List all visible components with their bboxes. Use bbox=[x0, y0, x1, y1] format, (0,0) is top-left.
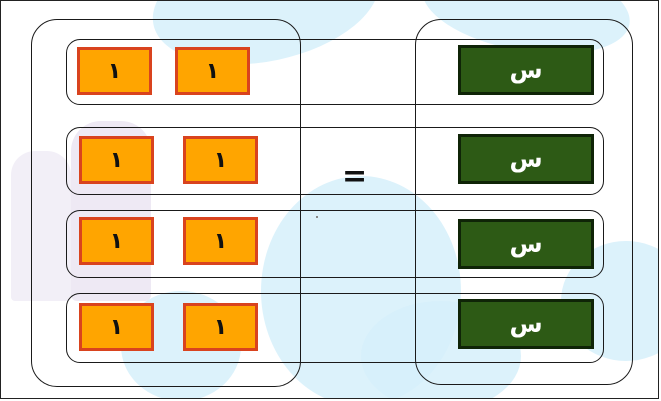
watermark-tower bbox=[11, 151, 71, 301]
unit-tile: ١ bbox=[183, 136, 258, 184]
unit-tile: ١ bbox=[183, 303, 258, 351]
equation-row bbox=[66, 39, 604, 105]
variable-tile: س bbox=[458, 299, 594, 349]
variable-tile: س bbox=[458, 45, 594, 95]
equation-row bbox=[66, 127, 604, 195]
equals-sign: = bbox=[342, 159, 368, 194]
stray-dot bbox=[316, 216, 318, 218]
variable-tile: س bbox=[458, 219, 594, 269]
unit-tile: ١ bbox=[183, 217, 258, 265]
unit-tile: ١ bbox=[79, 303, 154, 351]
left-side-group bbox=[31, 19, 301, 387]
equation-row bbox=[66, 210, 604, 278]
unit-tile: ١ bbox=[77, 47, 152, 95]
right-side-group bbox=[415, 19, 633, 385]
unit-tile: ١ bbox=[79, 136, 154, 184]
equation-row bbox=[66, 293, 604, 363]
unit-tile: ١ bbox=[175, 47, 250, 95]
variable-tile: س bbox=[458, 134, 594, 184]
unit-tile: ١ bbox=[79, 217, 154, 265]
